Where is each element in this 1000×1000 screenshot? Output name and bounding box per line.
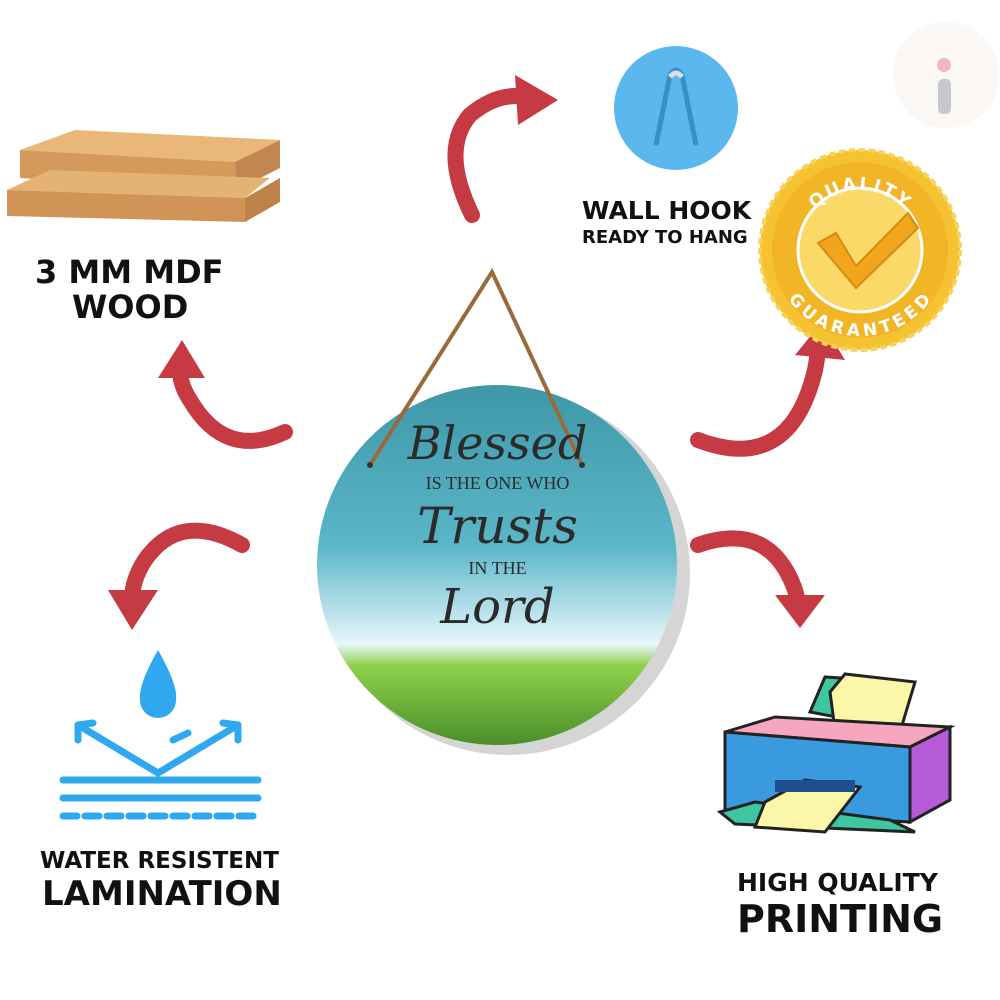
wood-label-line2: WOOD [72, 288, 189, 326]
sign-board [317, 385, 677, 745]
arrowhead-wood [158, 340, 205, 378]
printing-label-line2: PRINTING [737, 897, 944, 941]
hanging-rope [317, 267, 690, 755]
lamination-label-line2: LAMINATION [42, 874, 282, 914]
arrow-to-wood [172, 362, 293, 449]
arrow-to-hook [447, 88, 538, 223]
hook-label-line2: READY TO HANG [582, 227, 748, 248]
sign-line-is-the-one-who: IS THE ONE WHO [425, 473, 570, 493]
sign-line-blessed: Blessed [407, 416, 588, 470]
printer-icon [716, 672, 956, 834]
quality-guaranteed-badge-icon: QUALITY GUARANTEED [758, 148, 962, 352]
lamination-label-line1: WATER RESISTENT [40, 848, 279, 874]
arrow-to-quality [690, 337, 826, 457]
sign-text: Blessed IS THE ONE WHO Trusts IN THE Lor… [320, 415, 675, 635]
arrowhead-printing [775, 595, 825, 628]
sign-line-trusts: Trusts [417, 497, 578, 555]
arrowhead-hook [515, 75, 558, 125]
sign-line-lord: Lord [440, 579, 555, 635]
arrow-to-lamination [124, 522, 250, 608]
water-resistant-icon [59, 650, 262, 820]
wall-hook-icon [614, 46, 738, 170]
printing-label-line1: HIGH QUALITY [737, 868, 938, 897]
hook-label-line1: WALL HOOK [582, 196, 752, 225]
mdf-wood-planks-icon [7, 130, 280, 222]
sign-line-in-the: IN THE [468, 558, 527, 578]
wood-label-line1: 3 MM MDF [35, 253, 224, 291]
brand-logo-icon [893, 22, 999, 128]
arrowhead-lamination [108, 590, 158, 630]
